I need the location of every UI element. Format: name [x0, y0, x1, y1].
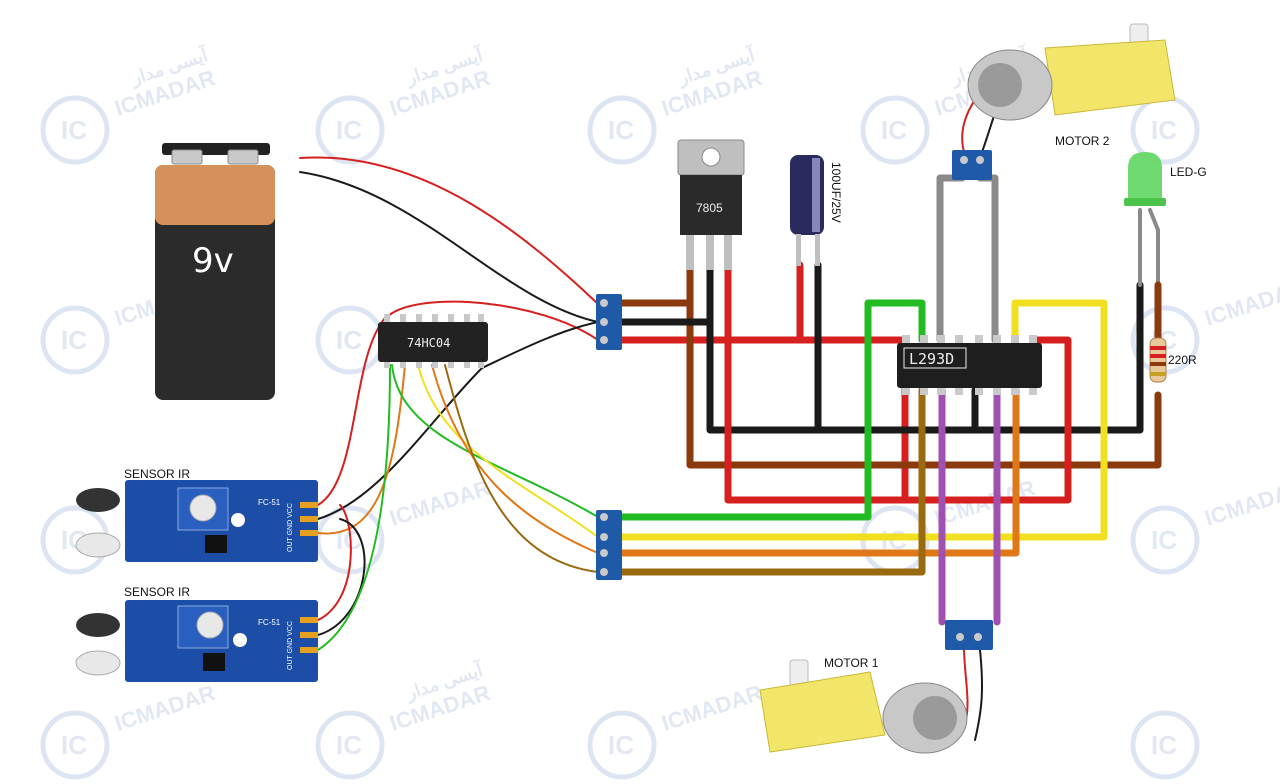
wire-motor1-black [974, 649, 984, 741]
watermark: IC ICMADAR [1130, 475, 1280, 575]
svg-text:IC: IC [336, 325, 362, 355]
wire-sensor2-out [317, 364, 391, 651]
wire-bus-red [616, 336, 909, 504]
capacitor-label: 100UF/25V [829, 162, 843, 223]
watermark: IC ICMADAR [40, 680, 219, 780]
watermark: IC ICMADAR [587, 680, 766, 780]
watermark: IC ICMADAR [315, 475, 494, 575]
wire-inv-to-olive [444, 364, 599, 573]
led-green: LED-G [1124, 152, 1207, 206]
svg-text:IC: IC [608, 730, 634, 760]
wire-inverter-vcc [387, 300, 599, 341]
battery-9v: 9v [155, 143, 275, 400]
svg-text:ICMADAR: ICMADAR [112, 680, 219, 736]
svg-text:IC: IC [1151, 115, 1177, 145]
wire-signal-olive [616, 386, 926, 576]
regulator-label: 7805 [696, 201, 723, 215]
capacitor-100uf: 100UF/25V [790, 155, 843, 266]
sensor2-pins: OUT GND VCC [287, 621, 294, 670]
motor-2: MOTOR 2 [967, 23, 1176, 148]
wire-bus-brown [616, 299, 1162, 469]
inverter-chip-74hc04: 74HC04 [378, 314, 488, 368]
ir-sensor-1: SENSOR IR FC-51 OUT GND VCC [75, 467, 318, 562]
motor-1: MOTOR 1 [759, 656, 968, 754]
svg-text:IC: IC [61, 730, 87, 760]
terminal-motor2 [952, 150, 992, 180]
svg-text:IC: IC [608, 115, 634, 145]
wire-inv-to-orange [431, 364, 599, 554]
svg-text:IC: IC [881, 115, 907, 145]
terminal-signals [596, 510, 622, 580]
svg-text:IC: IC [61, 325, 87, 355]
wire-sensor1-vcc [317, 317, 386, 506]
wire-sensor1-out [317, 364, 406, 535]
sensor1-pins: OUT GND VCC [287, 503, 294, 552]
wire-inv-to-green [391, 364, 599, 518]
driver-chip-l293d: L293D [897, 335, 1042, 395]
wire-inverter-gnd [481, 321, 599, 369]
motor2-label: MOTOR 2 [1055, 134, 1110, 148]
sensor2-title: SENSOR IR [124, 585, 190, 599]
wire-sensor2-vcc [317, 504, 352, 621]
watermark: IC [1130, 710, 1200, 780]
wire-signal-green [616, 299, 926, 521]
svg-text:ICMADAR: ICMADAR [387, 475, 494, 531]
wire-motor2-b [976, 174, 999, 344]
svg-text:IC: IC [1151, 730, 1177, 760]
wire-motor2-a [936, 174, 966, 344]
wire-battery-negative [299, 171, 599, 323]
resistor-220r: 220R [1149, 337, 1197, 383]
svg-text:IC: IC [1151, 525, 1177, 555]
wire-signal-orange [616, 386, 1020, 557]
sensor2-model: FC-51 [258, 618, 281, 627]
watermark: IC ICMADAR [860, 475, 1038, 575]
svg-text:IC: IC [61, 115, 87, 145]
svg-text:ICMADAR: ICMADAR [1202, 275, 1280, 331]
watermark: IC ICMADAR آیسی مدار [315, 657, 493, 780]
ir-sensor-2: SENSOR IR FC-51 OUT GND VCC [75, 585, 318, 682]
svg-text:ICMADAR: ICMADAR [659, 680, 766, 736]
wire-sensor2-gnd [317, 518, 366, 636]
svg-text:ICMADAR: ICMADAR [1202, 475, 1280, 531]
terminal-power-input [596, 294, 622, 350]
watermark: IC ICMADAR آیسی مدار [315, 42, 493, 165]
inverter-chip-label: 74HC04 [407, 336, 450, 350]
resistor-label: 220R [1168, 353, 1197, 367]
watermark: IC ICMADAR آیسی مدار [587, 42, 765, 165]
terminal-motor1 [945, 620, 993, 650]
wire-bus-red-2 [724, 264, 1072, 504]
wire-bus-black [616, 281, 1144, 434]
wires [299, 99, 1162, 741]
battery-label: 9v [192, 241, 234, 281]
regulator-7805: 7805 [677, 139, 745, 270]
wire-inv-to-yellow [417, 364, 599, 538]
wire-sensor1-gnd [317, 367, 483, 520]
sensor1-model: FC-51 [258, 498, 281, 507]
svg-text:IC: IC [336, 115, 362, 145]
driver-chip-label: L293D [909, 350, 954, 368]
motor1-label: MOTOR 1 [824, 656, 879, 670]
svg-text:IC: IC [336, 730, 362, 760]
sensor1-title: SENSOR IR [124, 467, 190, 481]
led-label: LED-G [1170, 165, 1207, 179]
wire-battery-positive [299, 156, 599, 305]
